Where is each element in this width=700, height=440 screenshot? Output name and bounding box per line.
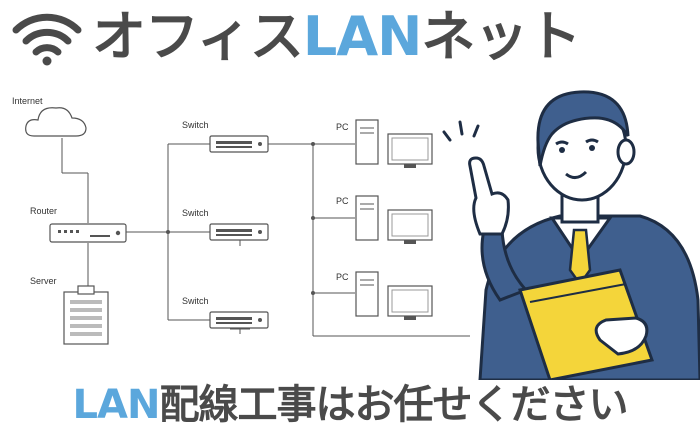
- switch-icon-2: [209, 223, 269, 241]
- router-icon: [49, 223, 127, 243]
- pc-label-2: PC: [336, 196, 349, 206]
- pc-icon-1: [355, 119, 433, 168]
- wifi-icon: [12, 13, 82, 66]
- businessman-illustration: [442, 90, 700, 380]
- pointing-hand-icon: [468, 156, 510, 236]
- pc-label-1: PC: [336, 122, 349, 132]
- title-part-office: オフィス: [92, 5, 304, 68]
- switch-icon-1: [209, 135, 269, 153]
- tagline-lan: LAN: [72, 382, 161, 428]
- header: オフィスLANネット: [0, 0, 700, 74]
- network-diagram: Internet Router Server Switch Switch: [12, 96, 470, 345]
- title-part-lan: LAN: [302, 5, 422, 68]
- cloud-icon: [25, 107, 87, 137]
- pc-label-3: PC: [336, 272, 349, 282]
- title-part-net: ネット: [421, 5, 581, 68]
- tagline: LAN配線工事はお任せください: [0, 372, 700, 438]
- pc-icon-3: [355, 271, 433, 320]
- switch-label-1: Switch: [182, 120, 209, 130]
- pc-icon-2: [355, 195, 433, 244]
- switch-label-2: Switch: [182, 208, 209, 218]
- tagline-text: 配線工事はお任せください: [159, 382, 628, 428]
- page-title: オフィスLANネット: [92, 4, 581, 70]
- server-icon: [63, 285, 109, 345]
- internet-label: Internet: [12, 96, 43, 106]
- switch-icon-3: [209, 311, 269, 329]
- router-label: Router: [30, 206, 57, 216]
- server-label: Server: [30, 276, 57, 286]
- switch-label-3: Switch: [182, 296, 209, 306]
